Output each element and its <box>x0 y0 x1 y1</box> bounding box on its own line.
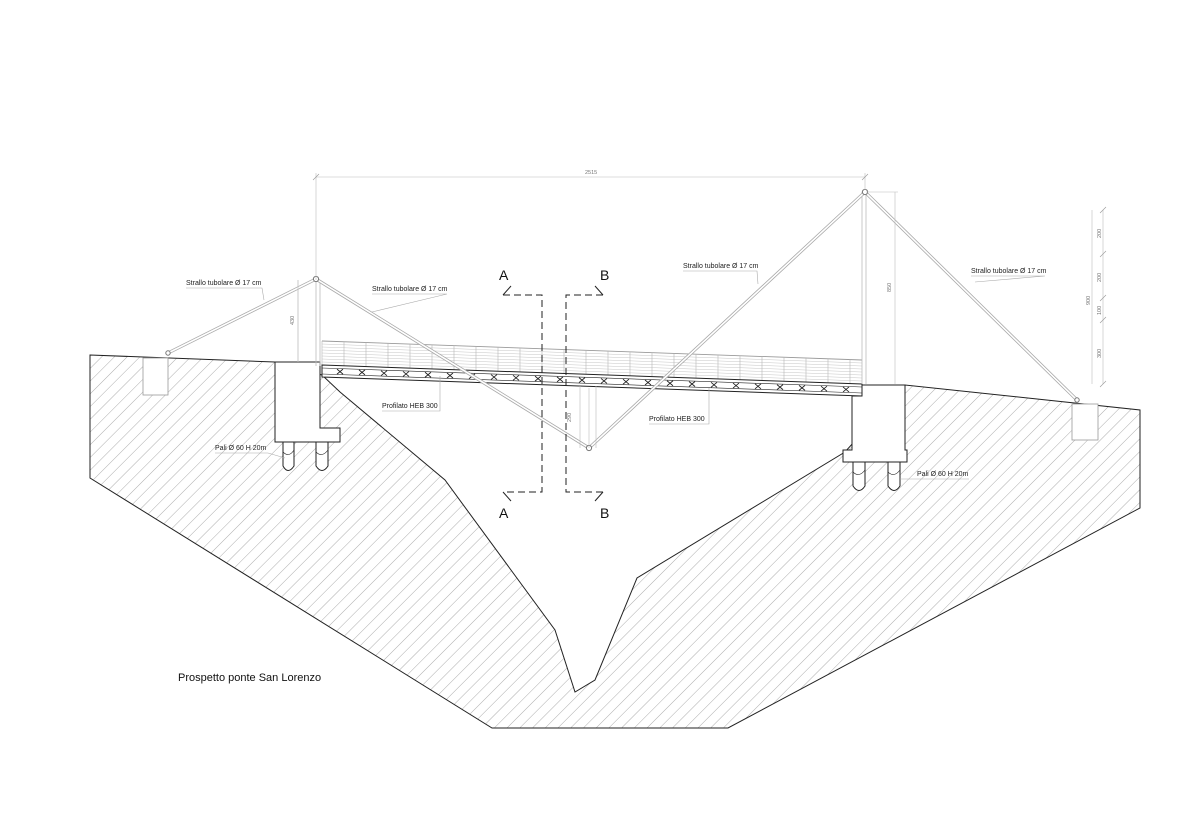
dim-span: 2515 <box>585 170 597 176</box>
left-abutment <box>142 357 341 471</box>
label-strallo-1: Strallo tubolare Ø 17 cm <box>186 280 262 287</box>
section-b-bottom: B <box>600 505 609 521</box>
dim-right-seg-4: 300 <box>1097 349 1103 358</box>
dim-right-total: 900 <box>1086 296 1092 305</box>
section-b-top: B <box>600 267 609 283</box>
section-a-bottom: A <box>499 505 509 521</box>
label-strallo-2: Strallo tubolare Ø 17 cm <box>372 286 448 293</box>
drawing-title: Prospetto ponte San Lorenzo <box>178 672 321 684</box>
dimension-lines: 2515 430 850 290 900 200 200 100 300 <box>290 170 1107 448</box>
label-strallo-3: Strallo tubolare Ø 17 cm <box>683 263 759 270</box>
label-profilato-2: Profilato HEB 300 <box>649 416 705 423</box>
dim-right-seg-1: 200 <box>1097 229 1103 238</box>
stay-cables <box>165 188 1080 452</box>
annotations: Strallo tubolare Ø 17 cm Strallo tubolar… <box>178 263 1047 684</box>
bridge-deck <box>321 364 863 397</box>
right-abutment <box>842 384 1099 491</box>
section-a-top: A <box>499 267 509 283</box>
left-piles <box>282 441 329 471</box>
right-mast <box>861 192 867 384</box>
label-strallo-4: Strallo tubolare Ø 17 cm <box>971 268 1047 275</box>
dim-left-mast: 430 <box>290 316 296 325</box>
dim-right-mast: 850 <box>887 283 893 292</box>
dim-right-seg-2: 200 <box>1097 273 1103 282</box>
dim-right-seg-3: 100 <box>1097 306 1103 315</box>
right-piles <box>852 461 901 491</box>
section-markers: A B A B <box>499 267 609 521</box>
label-pali-1: Pali Ø 60 H 20m <box>215 445 267 452</box>
dim-sag: 290 <box>567 413 573 422</box>
left-mast <box>297 280 321 366</box>
label-profilato-1: Profilato HEB 300 <box>382 403 438 410</box>
label-pali-2: Pali Ø 60 H 20m <box>917 471 969 478</box>
